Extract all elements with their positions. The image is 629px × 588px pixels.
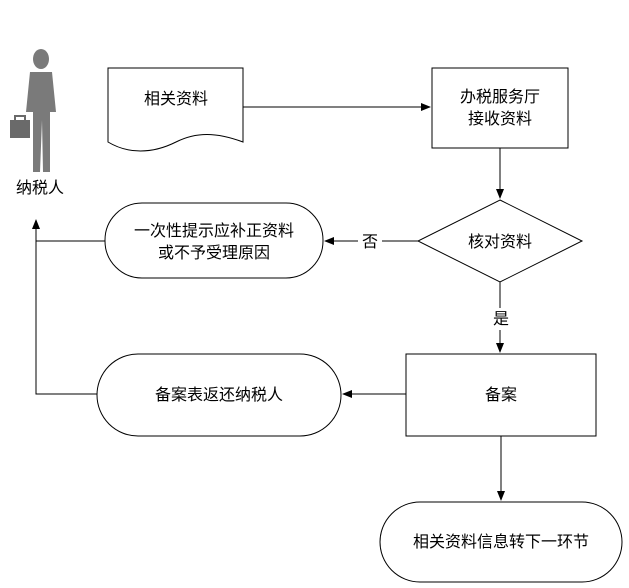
reject-label-line1: 一次性提示应补正资料 — [134, 221, 294, 240]
reception-label-line2: 接收资料 — [468, 109, 532, 128]
reception-node — [431, 67, 569, 149]
filing-label: 备案 — [485, 385, 517, 404]
reject-label-line2: 或不予受理原因 — [158, 243, 270, 262]
edge-return-form-to-actor — [32, 219, 97, 395]
reject-node — [104, 202, 324, 279]
return-form-label: 备案表返还纳税人 — [155, 385, 283, 404]
return-form-node — [96, 353, 342, 437]
transfer-label: 相关资料信息转下一环节 — [413, 532, 589, 551]
reception-label-line1: 办税服务厅 — [460, 87, 540, 106]
filing-node — [405, 353, 597, 437]
edge-yes-label: 是 — [493, 309, 509, 328]
edge-no-label: 否 — [362, 232, 378, 251]
documents-node — [107, 67, 244, 152]
transfer-node — [379, 501, 623, 583]
actor-label: 纳税人 — [16, 178, 64, 197]
yes-label-bg — [489, 308, 513, 330]
person-with-briefcase-icon — [10, 49, 56, 172]
verify-label: 核对资料 — [468, 232, 532, 251]
documents-label: 相关资料 — [144, 89, 208, 108]
no-label-bg — [358, 231, 382, 251]
